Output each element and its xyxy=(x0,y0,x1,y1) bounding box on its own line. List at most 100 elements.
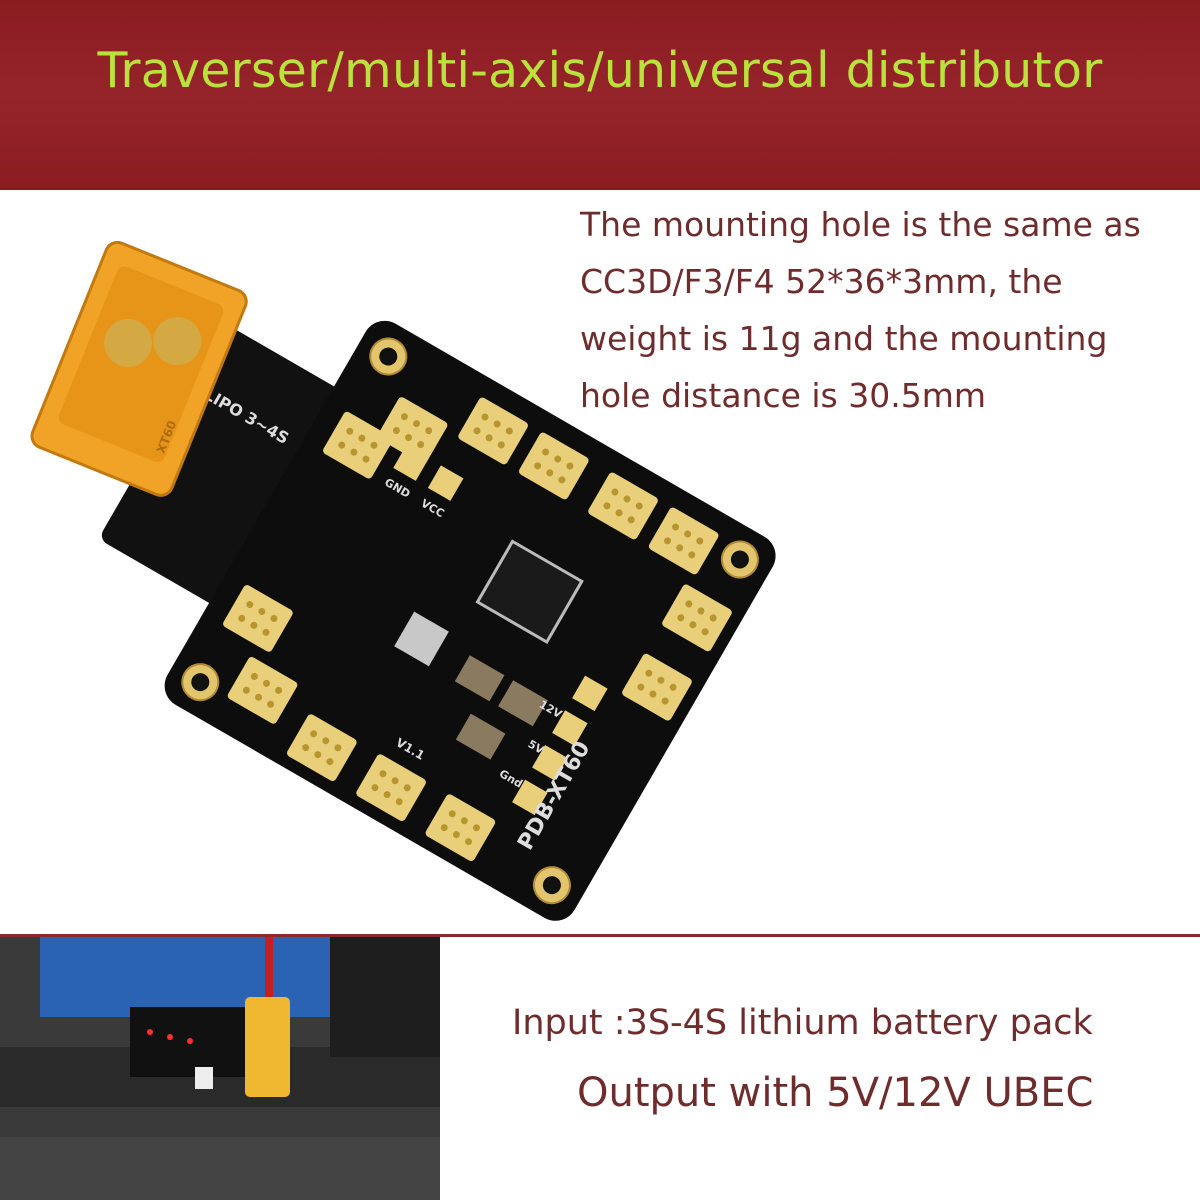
solder-pad xyxy=(356,754,426,821)
pad-via xyxy=(505,427,513,435)
pad-via xyxy=(701,628,709,636)
pad-via xyxy=(250,621,258,629)
pad-via xyxy=(676,544,684,552)
xt60-connector: XT60 xyxy=(30,240,248,497)
pad-via xyxy=(346,427,354,435)
page-title: Traverser/multi-axis/universal distribut… xyxy=(97,42,1103,99)
pad-via xyxy=(275,686,283,694)
pad-via xyxy=(709,614,717,622)
pad-via xyxy=(697,607,705,615)
pad-via xyxy=(413,420,421,428)
output-spec: Output with 5V/12V UBEC xyxy=(577,1070,1094,1116)
description-line: The mounting hole is the same as xyxy=(580,205,1141,244)
pad-via xyxy=(611,488,619,496)
pad-via xyxy=(635,502,643,510)
pad-via xyxy=(246,600,254,608)
pad-via xyxy=(554,455,562,463)
solder-pad xyxy=(323,411,393,479)
pad-via xyxy=(497,441,505,449)
pad-via xyxy=(314,751,322,759)
pad-via xyxy=(672,523,680,531)
pad-via xyxy=(395,798,403,806)
pad-via xyxy=(400,413,408,421)
capacitor xyxy=(455,713,506,760)
pad-via xyxy=(689,621,697,629)
mounting-description: The mounting hole is the same as CC3D/F3… xyxy=(580,196,1190,424)
pad-via xyxy=(338,441,346,449)
pad-via xyxy=(677,614,685,622)
pad-via xyxy=(472,824,480,832)
regulator-chip xyxy=(475,539,584,645)
pad-via xyxy=(685,600,693,608)
pad-via xyxy=(425,427,433,435)
solder-pad xyxy=(648,507,719,575)
description-line: CC3D/F3/F4 52*36*3mm, the xyxy=(580,262,1063,301)
pad-via xyxy=(637,683,645,691)
pad-via xyxy=(623,495,631,503)
pad-via xyxy=(448,810,456,818)
section-divider xyxy=(0,934,1200,937)
pad-via xyxy=(358,434,366,442)
pad-via xyxy=(405,433,413,441)
description-line: hole distance is 30.5mm xyxy=(580,376,987,415)
pad-via xyxy=(391,777,399,785)
pad-via xyxy=(403,784,411,792)
pad-via xyxy=(238,614,246,622)
title-banner: Traverser/multi-axis/universal distribut… xyxy=(0,0,1200,190)
pad-via xyxy=(534,462,542,470)
pad-via xyxy=(546,469,554,477)
pad-via xyxy=(661,697,669,705)
solder-pad xyxy=(287,714,357,781)
pad-via xyxy=(392,426,400,434)
pad-via xyxy=(334,744,342,752)
pad-via xyxy=(657,676,665,684)
solder-pad xyxy=(622,653,692,721)
pad-via xyxy=(603,502,611,510)
pad-via xyxy=(566,462,574,470)
pad-via xyxy=(688,551,696,559)
pad-via xyxy=(452,831,460,839)
battery-tab xyxy=(101,326,341,606)
pad-via xyxy=(485,434,493,442)
solder-pad xyxy=(425,794,496,861)
pad-via xyxy=(696,537,704,545)
pad-via xyxy=(258,607,266,615)
pad-via xyxy=(417,440,425,448)
pad-via xyxy=(350,448,358,456)
pad-via xyxy=(464,838,472,846)
pad-via xyxy=(684,530,692,538)
solder-pad xyxy=(518,432,589,500)
pad-via xyxy=(649,690,657,698)
pad-via xyxy=(440,824,448,832)
input-spec: Input :3S-4S lithium battery pack xyxy=(512,1003,1093,1043)
solder-pad xyxy=(588,472,658,540)
solder-pad xyxy=(377,397,448,464)
pad-via xyxy=(362,455,370,463)
pad-via xyxy=(371,784,379,792)
pad-via xyxy=(645,669,653,677)
description-line: weight is 11g and the mounting xyxy=(580,319,1108,358)
capacitor xyxy=(498,680,548,727)
pad-via xyxy=(370,441,378,449)
pad-via xyxy=(255,693,263,701)
solder-pad xyxy=(223,585,293,652)
pad-via xyxy=(267,700,275,708)
pad-via xyxy=(460,817,468,825)
solder-pad xyxy=(662,584,732,652)
pad-via xyxy=(627,516,635,524)
pad-via xyxy=(383,791,391,799)
pad-via xyxy=(615,509,623,517)
inductor xyxy=(394,611,449,667)
solder-pad xyxy=(458,397,528,465)
pad-via xyxy=(542,448,550,456)
pad-via xyxy=(664,537,672,545)
pad-via xyxy=(263,679,271,687)
pdb-board-image: PDB-XT60 LIPO 3~4S GND VCC 5V Gnd 12V V1… xyxy=(30,240,776,921)
pad-via xyxy=(558,476,566,484)
pad-via xyxy=(326,758,334,766)
pad-via xyxy=(310,730,318,738)
drone-photo xyxy=(0,937,440,1200)
pad-via xyxy=(262,628,270,636)
pad-via xyxy=(669,683,677,691)
pad-via xyxy=(322,737,330,745)
